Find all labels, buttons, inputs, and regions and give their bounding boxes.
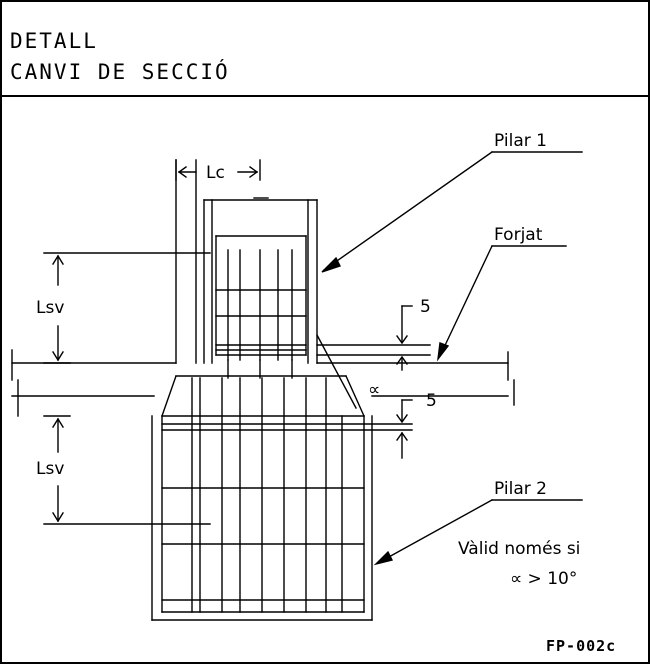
lc-label: Lc bbox=[206, 163, 225, 183]
drawing-code: FP-002c bbox=[546, 637, 616, 655]
title-line-2: CANVI DE SECCIÓ bbox=[10, 59, 230, 84]
lsv-upper-label: Lsv bbox=[36, 298, 64, 318]
leader-pilar-2 bbox=[373, 499, 583, 566]
forjat-label: Forjat bbox=[494, 225, 543, 245]
dim-5-upper-label: 5 bbox=[420, 297, 431, 317]
lower-column-pilar-2 bbox=[151, 334, 373, 621]
upper-column-pilar-1 bbox=[175, 159, 318, 364]
dimension-lsv-upper bbox=[43, 252, 211, 364]
pilar-1-label: Pilar 1 bbox=[494, 131, 547, 151]
pilar-2-label: Pilar 2 bbox=[494, 479, 547, 499]
lsv-lower-label: Lsv bbox=[36, 459, 64, 479]
dimension-lsv-lower bbox=[43, 415, 211, 525]
dimension-5-upper bbox=[316, 305, 431, 371]
note-line-2: ∝ > 10° bbox=[510, 569, 577, 589]
dimension-lc bbox=[175, 159, 261, 181]
note-line-1: Vàlid només si bbox=[458, 539, 580, 559]
leader-forjat bbox=[436, 245, 567, 362]
dimension-5-lower bbox=[363, 399, 413, 459]
slab-forjat bbox=[11, 349, 515, 417]
dim-5-lower-label: 5 bbox=[426, 391, 437, 411]
title-line-1: DETALL bbox=[10, 29, 98, 53]
alpha-angle-label: ∝ bbox=[368, 380, 380, 400]
leader-pilar-1 bbox=[321, 151, 583, 273]
